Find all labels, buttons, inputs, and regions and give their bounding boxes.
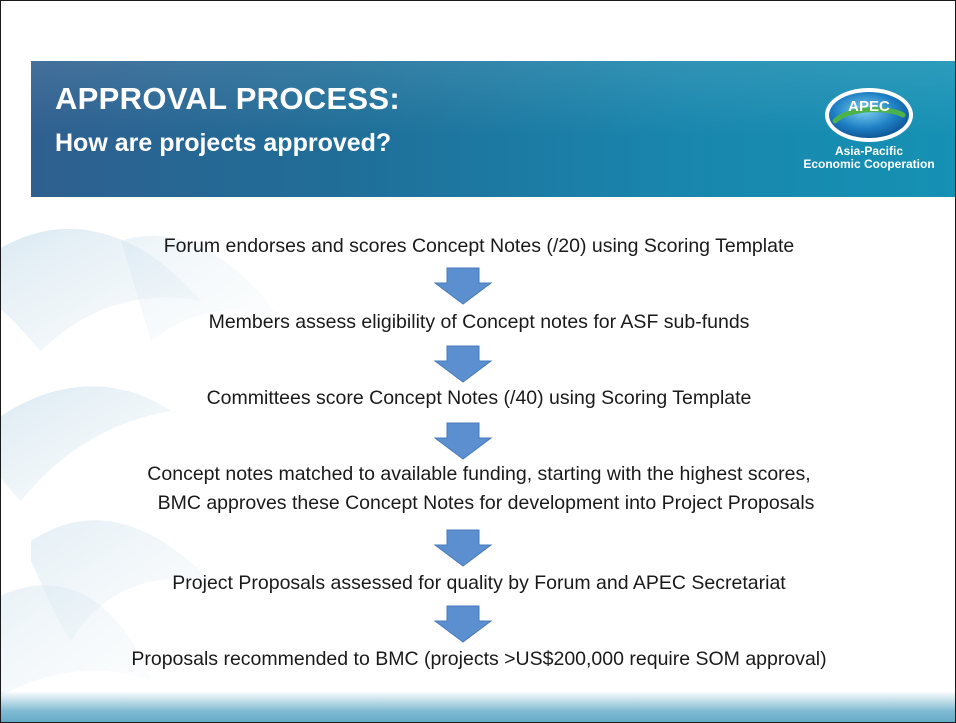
step-1: Forum endorses and scores Concept Notes … bbox=[163, 235, 795, 257]
step-4: Concept notes matched to available fundi… bbox=[147, 463, 815, 514]
down-arrow-icon bbox=[434, 345, 492, 383]
step-2: Members assess eligibility of Concept no… bbox=[208, 311, 750, 333]
down-arrow-icon bbox=[434, 529, 492, 567]
svg-text:APEC: APEC bbox=[848, 98, 890, 115]
step-5: Project Proposals assessed for quality b… bbox=[172, 572, 786, 594]
slide-subtitle: How are projects approved? bbox=[55, 129, 392, 157]
down-arrow-icon bbox=[434, 267, 492, 305]
header-banner: APPROVAL PROCESS: How are projects appro… bbox=[31, 61, 955, 197]
step-3: Committees score Concept Notes (/40) usi… bbox=[206, 387, 752, 409]
apec-tagline: Asia-Pacific Economic Cooperation bbox=[803, 144, 935, 171]
down-arrow-icon bbox=[434, 605, 492, 643]
slide-title: APPROVAL PROCESS: bbox=[55, 81, 401, 116]
apec-emblem-icon: APEC bbox=[825, 88, 913, 142]
step-6: Proposals recommended to BMC (projects >… bbox=[131, 648, 827, 670]
apec-logo: APEC Asia-Pacific Economic Cooperation bbox=[789, 85, 949, 185]
footer-band bbox=[1, 691, 955, 722]
down-arrow-icon bbox=[434, 422, 492, 460]
